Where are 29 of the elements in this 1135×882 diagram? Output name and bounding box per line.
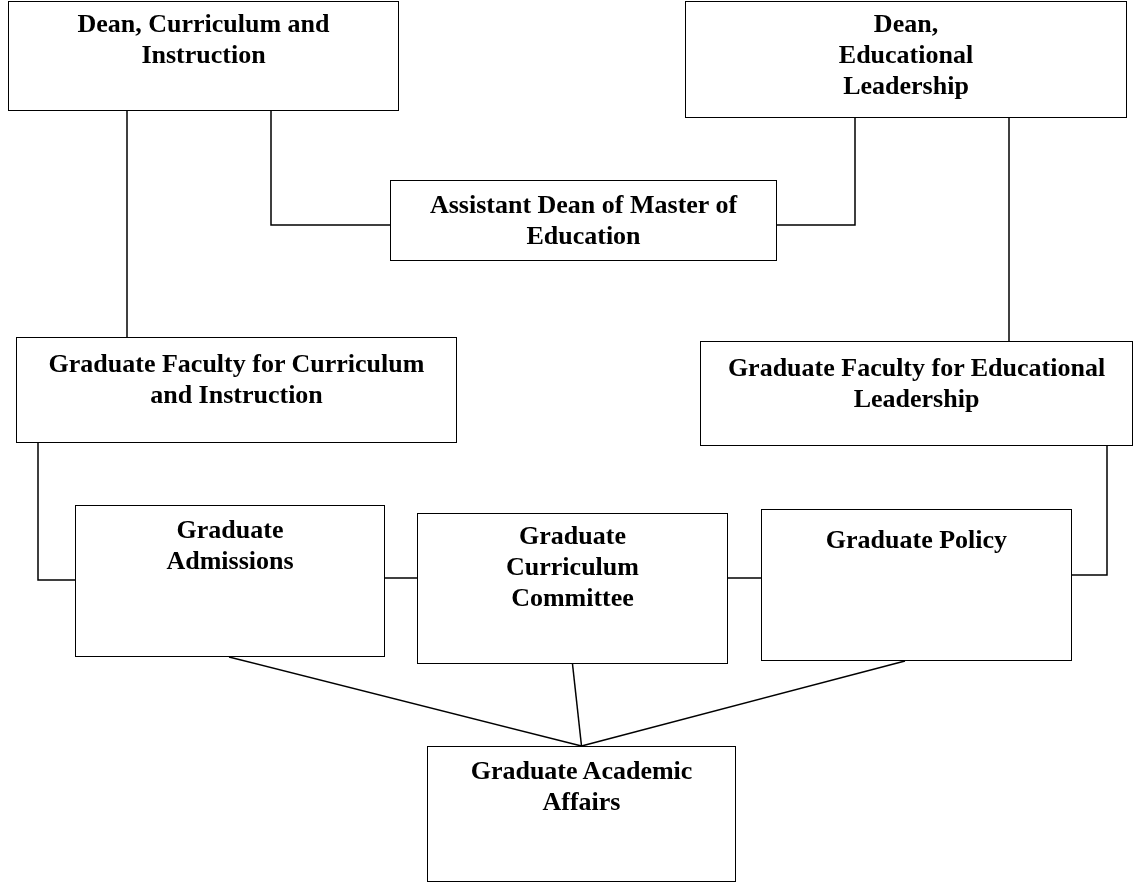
org-box — [427, 746, 736, 882]
box-label: Graduate Policy — [824, 524, 1009, 555]
box-label: Dean, Educational Leadership — [837, 8, 975, 101]
org-box — [685, 1, 1127, 118]
box-label: Graduate Curriculum Committee — [505, 520, 640, 613]
connector-line — [384, 577, 418, 579]
org-box — [700, 341, 1133, 446]
org-box — [417, 513, 728, 664]
box-label: Dean, Curriculum and Instruction — [76, 8, 331, 70]
org-box — [8, 1, 399, 111]
box-label: Graduate Faculty for Educational Leadership — [726, 352, 1107, 414]
connector-line — [571, 663, 583, 747]
connector-line — [1071, 445, 1108, 576]
connector-line — [37, 442, 76, 581]
org-box — [16, 337, 457, 443]
connector-line — [580, 660, 906, 747]
org-box — [390, 180, 777, 261]
org-box — [761, 509, 1072, 661]
connector-line — [270, 110, 391, 226]
box-label: Assistant Dean of Master of Education — [428, 189, 739, 251]
connector-line — [776, 117, 856, 226]
box-label: Graduate Academic Affairs — [469, 755, 694, 817]
connector-line — [228, 656, 583, 747]
connector-line — [1008, 117, 1010, 342]
org-box — [75, 505, 385, 657]
box-label: Graduate Faculty for Curriculum and Instruction — [47, 348, 426, 410]
box-label: Graduate Admissions — [165, 514, 295, 576]
connector-line — [727, 577, 762, 579]
connector-line — [126, 110, 128, 338]
